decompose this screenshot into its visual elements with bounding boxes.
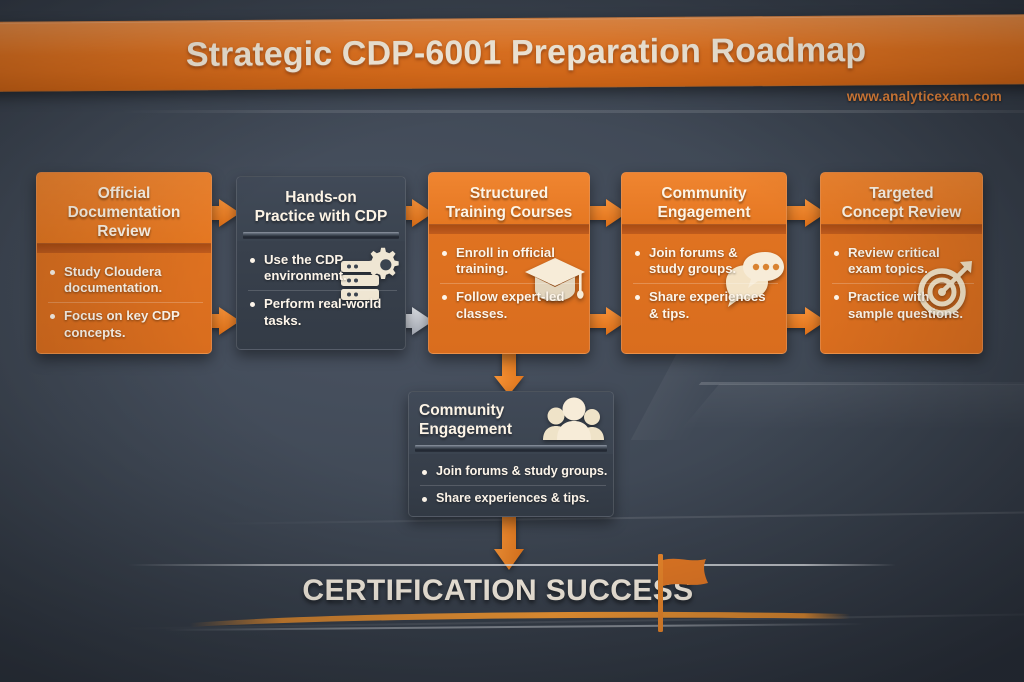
step-card-body: Study Cloudera documentation. Focus on k… [37, 253, 211, 352]
arrow-step3-down-to-lower [493, 350, 525, 396]
step-bullet-list: Use the CDP environment. Perform real-wo… [247, 252, 397, 330]
step-title-line-1: Community [419, 402, 505, 419]
step-bullet-item: Perform real-world tasks. [247, 290, 397, 329]
step-card-body: Enroll in official training. Follow expe… [429, 234, 589, 333]
step-bullet-item: Share experiences & tips. [419, 484, 606, 507]
site-url-text: www.analyticexam.com [846, 89, 1002, 104]
step-card-body: Join forums & study groups. Share experi… [409, 454, 613, 515]
step-title-line-2: Training Courses [445, 203, 573, 221]
certification-rule-top [128, 564, 896, 566]
step-bullet-item: Practice with sample questions. [831, 283, 974, 322]
step-bullet-item: Share experiences & tips. [632, 283, 778, 322]
step-bullet-item: Study Cloudera documentation. [47, 264, 200, 297]
step-card-body: Review critical exam topics. Practice wi… [821, 234, 982, 333]
background-accent-diagonal [698, 382, 1024, 385]
flag-icon [658, 554, 708, 632]
step-title-line-2: Documentation [67, 203, 181, 221]
step-bullet-item: Join forums & study groups. [632, 245, 775, 278]
background-accent-diagonal-fill [680, 384, 1024, 430]
header-banner: Strategic CDP-6001 Preparation Roadmap [0, 14, 1024, 92]
page-title-post: Preparation Roadmap [501, 30, 867, 72]
step-title-line-1: Official [97, 185, 151, 202]
step-bullet-item: Join forums & study groups. [419, 464, 607, 480]
step-bullet-list: Enroll in official training. Follow expe… [439, 245, 581, 323]
certification-success-label: CERTIFICATION SUCCESS [302, 574, 694, 607]
step-card-hands-on-practice-with-cdp[interactable]: Hands-on Practice with CDP [236, 176, 406, 350]
step-bullet-list: Review critical exam topics. Practice wi… [831, 245, 974, 323]
step-bullet-item: Follow expert-led classes. [439, 283, 581, 322]
step-title-line-1: Hands-on [285, 189, 357, 206]
step-card-title: Community Engagement [409, 392, 613, 454]
step-card-title: Official Documentation Review [37, 173, 211, 253]
certification-success-block: CERTIFICATION SUCCESS [0, 548, 1024, 643]
people-group-icon [543, 396, 605, 448]
step-title-line-3: Review [97, 222, 151, 240]
step-title-line-1: Community [661, 185, 747, 202]
step-card-title: Structured Training Courses [429, 173, 589, 234]
step-card-community-engagement-summary[interactable]: Community Engagement Join forums & study… [408, 391, 614, 517]
step-bullet-item: Enroll in official training. [439, 245, 578, 278]
background-accent-line-top [120, 110, 1024, 113]
step-title-line-2: Practice with CDP [254, 207, 388, 225]
step-bullet-list: Study Cloudera documentation. Focus on k… [47, 264, 203, 342]
step-card-body: Use the CDP environment. Perform real-wo… [237, 241, 405, 340]
step-title-line-1: Targeted [869, 185, 934, 202]
background-accent-line-mid [210, 509, 1024, 525]
page-title-exam-code: CDP-6001 [341, 33, 502, 73]
step-bullet-list: Join forums & study groups. Share experi… [419, 464, 607, 507]
step-title-line-2: Concept Review [841, 203, 962, 221]
step-bullet-item: Review critical exam topics. [831, 245, 971, 278]
step-title-line-2: Engagement [657, 203, 751, 221]
page-title-pre: Strategic [185, 34, 342, 74]
step-bullet-list: Join forums & study groups. Share experi… [632, 245, 778, 323]
step-card-official-documentation-review[interactable]: Official Documentation Review Study Clou… [36, 172, 212, 354]
step-card-body: Join forums & study groups. Share experi… [622, 234, 786, 333]
step-card-title: Community Engagement [622, 173, 786, 234]
step-bullet-item: Use the CDP environment. [247, 252, 394, 285]
step-card-targeted-concept-review[interactable]: Targeted Concept Review Review critical … [820, 172, 983, 354]
step-card-community-engagement[interactable]: Community Engagement Join forums & study… [621, 172, 787, 354]
step-bullet-item: Focus on key CDP concepts. [47, 301, 203, 341]
step-card-structured-training-courses[interactable]: Structured Training Courses Enroll in of… [428, 172, 590, 354]
certification-swoosh [190, 611, 850, 627]
step-title-line-1: Structured [469, 185, 549, 202]
step-card-title: Hands-on Practice with CDP [237, 177, 405, 241]
page-title: Strategic CDP-6001 Preparation Roadmap [0, 30, 1024, 77]
step-card-title: Targeted Concept Review [821, 173, 982, 234]
step-title-line-2: Engagement [419, 420, 513, 438]
